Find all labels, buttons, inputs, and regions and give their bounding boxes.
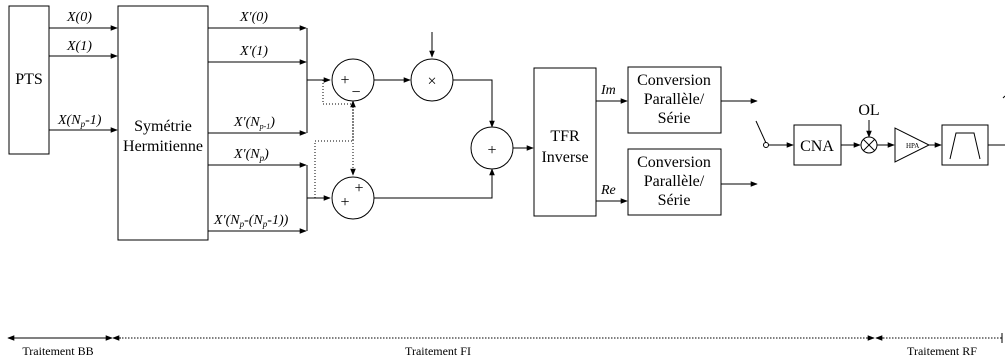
hermitian-label-1: Symétrie bbox=[134, 118, 192, 135]
mixer-cross-b bbox=[863, 139, 875, 151]
stage-label-rf: Traitement RF bbox=[907, 344, 977, 358]
subtractor-plus: + bbox=[340, 72, 349, 89]
input-label-xnp: X(Np-1) bbox=[57, 113, 102, 129]
ol-label: OL bbox=[858, 102, 879, 119]
mult-to-adder-arrow bbox=[453, 79, 495, 128]
input-label-x0: X(0) bbox=[66, 10, 92, 25]
output-label-xp1: X′(1) bbox=[239, 44, 268, 59]
signal-label-re: Re bbox=[600, 183, 616, 198]
output-label-xplast: X′(Np-(Np-1)) bbox=[213, 213, 289, 229]
conv-re-line-2: Parallèle/ bbox=[644, 173, 705, 190]
lower-adder-circle bbox=[331, 176, 375, 220]
lower-adder-plus-left: + bbox=[340, 194, 349, 211]
pts-label: PTS bbox=[15, 71, 43, 88]
output-label-xp0: X′(0) bbox=[239, 10, 268, 25]
conv-im-line-1: Conversion bbox=[637, 72, 711, 89]
lower-adder-plus-top: + bbox=[354, 180, 363, 197]
hermitian-label-2: Hermitienne bbox=[123, 138, 203, 155]
hermitian-block bbox=[117, 5, 209, 241]
ifft-label-2: Inverse bbox=[541, 149, 588, 166]
conversion-block-re bbox=[627, 148, 722, 216]
ifft-label-1: TFR bbox=[550, 128, 580, 145]
conv-im-line-3: Série bbox=[658, 110, 691, 127]
switch-lever bbox=[755, 120, 767, 144]
input-label-x1: X(1) bbox=[66, 39, 92, 54]
pts-block bbox=[8, 5, 50, 155]
conv-re-line-1: Conversion bbox=[637, 154, 711, 171]
bandpass-filter-symbol bbox=[949, 132, 981, 160]
stage-label-bb: Traitement BB bbox=[22, 344, 93, 358]
signal-label-im: Im bbox=[600, 83, 616, 98]
multiplier-symbol: × bbox=[427, 73, 436, 90]
bandpass-filter-block bbox=[941, 124, 989, 166]
output-label-xpnp: X′(Np) bbox=[233, 147, 269, 163]
subtractor-minus: − bbox=[351, 84, 360, 101]
cross-path-upper-to-lower bbox=[322, 80, 356, 176]
cross-path-lower-to-upper bbox=[314, 100, 356, 198]
conv-re-line-3: Série bbox=[658, 192, 691, 209]
output-label-xpnp1: X′(Np-1) bbox=[233, 115, 275, 131]
hpa-amplifier bbox=[894, 127, 931, 163]
stage-label-fi: Traitement FI bbox=[405, 344, 471, 358]
hpa-label: HPA bbox=[906, 142, 919, 150]
ifft-block bbox=[533, 67, 597, 217]
conversion-block-im bbox=[627, 66, 722, 134]
cna-label: CNA bbox=[800, 138, 834, 155]
cna-block bbox=[793, 124, 842, 166]
switch-pivot bbox=[763, 142, 769, 148]
conv-im-line-2: Parallèle/ bbox=[644, 91, 705, 108]
lower-to-adder-arrow bbox=[374, 168, 495, 199]
main-adder-plus: + bbox=[487, 142, 496, 159]
